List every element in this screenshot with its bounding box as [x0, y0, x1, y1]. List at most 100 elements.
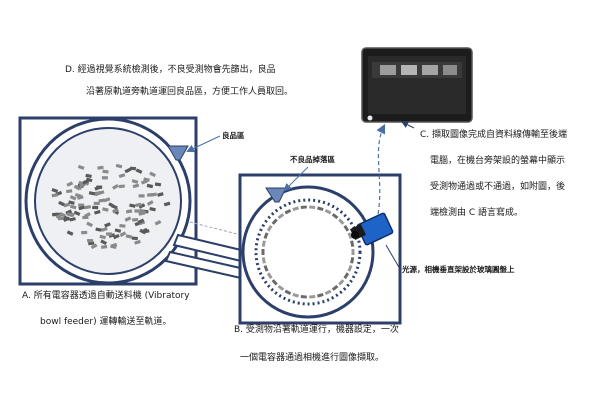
capacitor-chip — [324, 209, 332, 215]
capacitor-chip — [277, 213, 285, 220]
capacitor-chip — [86, 221, 93, 228]
capacitor-chip — [343, 224, 350, 232]
capacitor-chip — [131, 179, 139, 184]
capacitor-chip — [149, 207, 156, 212]
capacitor-chip — [338, 218, 345, 225]
good-zone-arrow — [186, 135, 221, 153]
capacitor-chip — [149, 171, 156, 178]
step-a-line1: A. 所有電容器透過自動送料機 (Vibratory — [22, 291, 190, 301]
capacitor-chip — [131, 217, 139, 222]
capacitor-chip — [135, 202, 142, 207]
capacitor-chip — [95, 227, 102, 232]
step-c-line4: 端檢測由 C 語言寫成。 — [430, 208, 524, 218]
capacitor-chip — [309, 295, 316, 299]
capacitor-chip — [134, 239, 141, 245]
capacitor-cluster — [51, 163, 171, 250]
capacitor-chip — [163, 201, 171, 207]
capacitor-chip — [261, 249, 265, 255]
step-b-line1: B. 受測物沿著軌道運行，機器設定，一次 — [234, 325, 399, 335]
capacitor-chip — [65, 209, 73, 215]
capacitor-chip — [292, 206, 299, 211]
capacitor-chip — [143, 177, 150, 182]
capacitor-chip — [76, 195, 84, 200]
capacitor-chip — [317, 206, 324, 211]
capacitor-chip — [82, 179, 90, 185]
capacitor-chip — [97, 165, 104, 170]
vibratory-bowl-feeder — [18, 116, 198, 286]
capacitor-chip — [90, 243, 98, 250]
capacitor-chip — [55, 213, 63, 219]
capacitor-chip — [350, 240, 355, 247]
capacitor-chip — [124, 167, 132, 174]
step-c-line3: 受測物通過或不通過，如附圖，後 — [430, 182, 566, 192]
capacitor-chip — [129, 203, 136, 208]
capacitor-chip — [94, 185, 102, 191]
capacitor-chip — [63, 216, 70, 223]
capacitor-chip — [135, 168, 143, 174]
capacitor-chip — [139, 228, 147, 235]
capacitor-chip — [157, 192, 164, 197]
capacitor-chip — [292, 293, 299, 298]
capacitor-chip — [139, 208, 146, 215]
capacitor-chip — [266, 224, 273, 232]
step-b-line2: 一個電容器通過相機進行圖像擷取。 — [240, 353, 385, 363]
capacitor-chip — [63, 202, 71, 208]
reject-zone-label: 不良品掉落區 — [290, 155, 335, 164]
capacitor-chip — [73, 184, 81, 191]
capacitor-chip — [300, 295, 307, 299]
capacitor-chip — [150, 192, 158, 197]
capacitor-chip — [102, 207, 109, 212]
capacitor-chip — [93, 201, 100, 206]
capacitor-chip — [99, 234, 106, 240]
step-c-line2: 電腦，在機台旁架設的螢幕中顯示 — [430, 156, 566, 166]
capacitor-chip — [347, 264, 353, 272]
step-c-line1: C. 擷取圖像完成自資料線傳輸至後端 — [420, 130, 568, 140]
capacitor-chip — [146, 200, 154, 206]
capacitor-chip — [266, 272, 273, 280]
capacitor-chip — [85, 177, 93, 183]
capacitor-chip — [51, 193, 59, 198]
capacitor-chip — [119, 223, 126, 228]
reject-zone-hopper-icon — [265, 187, 287, 203]
capacitor-chip — [146, 183, 154, 189]
capacitor-chip — [263, 232, 269, 240]
capacitor-chip — [101, 176, 108, 180]
capacitor-chip — [112, 233, 120, 240]
capacitor-chip — [134, 209, 141, 213]
capacitor-chip — [66, 181, 74, 187]
capacitor-chip — [93, 209, 101, 215]
capacitor-chip — [85, 173, 92, 179]
capacitor-chip — [66, 189, 73, 194]
capacitor-chip — [81, 230, 88, 235]
camera-icon — [350, 212, 394, 246]
capacitor-chip — [69, 195, 77, 201]
capacitor-chip — [125, 209, 133, 214]
capacitor-chip — [261, 240, 266, 247]
good-zone-hopper-icon — [167, 145, 189, 161]
capacitor-chip — [58, 200, 65, 207]
monitor-icon — [361, 47, 473, 123]
capacitor-chip — [284, 209, 292, 215]
capacitor-chip — [331, 284, 339, 291]
capacitor-chip — [119, 231, 127, 238]
capacitor-chip — [88, 191, 96, 196]
capacitor-chip — [51, 187, 59, 194]
capacitor-chip — [132, 183, 140, 189]
capacitor-chip — [98, 198, 105, 203]
step-a-line2: bowl feeder) 運轉輸送至軌道。 — [40, 317, 172, 327]
capacitor-chip — [118, 173, 126, 179]
reject-zone-arrow — [283, 166, 309, 192]
capacitor-chip — [78, 180, 85, 187]
capacitor-chip — [78, 205, 86, 211]
capacitor-chip — [137, 218, 145, 225]
capacitor-chip — [350, 257, 355, 264]
capacitor-chip — [324, 289, 332, 295]
capacitor-chip — [82, 215, 89, 220]
capacitor-chip — [343, 272, 350, 280]
capacitor-chip — [309, 205, 316, 209]
capacitor-chip — [110, 244, 117, 250]
capacitor-chip — [84, 204, 92, 210]
return-rail-dash — [189, 221, 246, 237]
capacitor-chip — [138, 194, 145, 198]
